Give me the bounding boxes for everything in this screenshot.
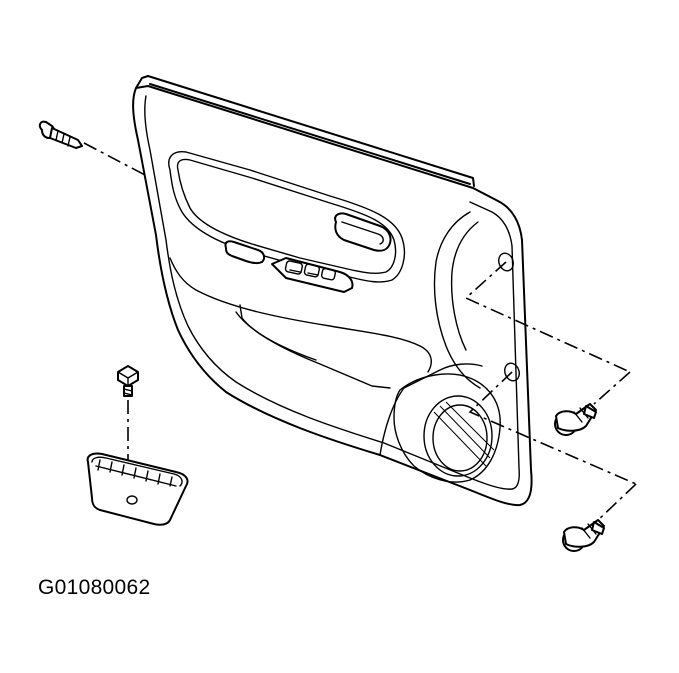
door-trim-panel [132, 75, 533, 507]
pull-pocket-screw [117, 365, 139, 397]
clip-upper [554, 403, 597, 436]
clip-lower [562, 519, 605, 552]
trim-panel-screw [38, 120, 83, 149]
figure-id-label: G01080062 [38, 576, 151, 599]
assembly-leader-lines [83, 142, 637, 523]
pull-pocket [86, 452, 189, 526]
